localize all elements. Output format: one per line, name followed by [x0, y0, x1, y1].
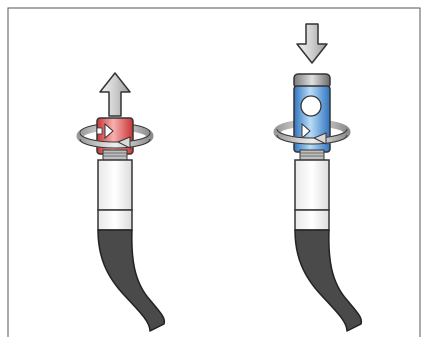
frame-border	[7, 7, 421, 337]
tube-section	[97, 159, 133, 231]
left-coupling	[76, 72, 166, 332]
hose	[97, 229, 166, 332]
right-coupling	[273, 23, 363, 332]
coupling-sleeve-red	[96, 117, 134, 155]
arrow-down-icon	[296, 23, 328, 64]
threaded-neck	[299, 149, 325, 161]
rotation-ring-front	[76, 132, 154, 149]
hose	[294, 229, 363, 332]
tube-section	[294, 159, 330, 231]
rotation-ring-front	[273, 128, 351, 145]
threaded-neck	[102, 149, 128, 161]
arrow-up-icon	[99, 72, 131, 117]
